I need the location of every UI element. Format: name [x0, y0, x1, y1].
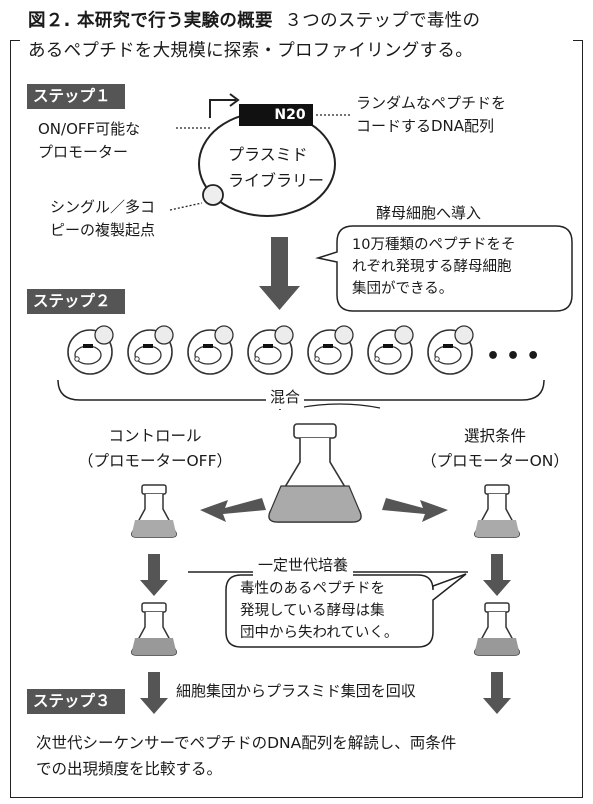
mix-bracket	[57, 379, 545, 411]
step2-label: ステップ２	[27, 289, 125, 314]
frame-top-right	[569, 40, 583, 41]
mix-label: 混合	[266, 386, 305, 409]
step3-summary: 次世代シーケンサーでペプチドのDNA配列を解読し、両条件での出現頻度を比較する。	[36, 734, 457, 778]
n20-label: N20	[274, 107, 306, 123]
promoter-arrow	[209, 99, 236, 118]
yeast-cell	[307, 325, 354, 375]
arrow-control-culture	[140, 554, 168, 596]
frame-top-left	[10, 40, 20, 41]
figure-title-line2: あるペプチドを大規模に探索・プロファイリングする。	[28, 41, 473, 61]
yeast-cell	[127, 325, 174, 375]
arrow-selection-culture	[483, 554, 511, 596]
selection-flask-start	[474, 484, 520, 538]
origin-circle	[202, 184, 224, 206]
yeast-intro-label: 酵母細胞へ導入	[372, 202, 486, 225]
figure-title-rest: ３つのステップで毒性の	[284, 11, 481, 31]
promoter-label: ON/OFF可能なプロモーター	[38, 120, 141, 161]
selection-flask-end	[474, 602, 520, 656]
figure-frame	[10, 40, 583, 798]
arrow-down-intro	[259, 237, 300, 310]
control-label: コントロール（プロモーターOFF）	[77, 427, 233, 470]
random-peptide-label: ランダムなペプチドをコードするDNA配列	[356, 94, 507, 135]
step3-label: ステップ３	[27, 689, 125, 714]
figure-title-bold: 図２. 本研究で行う実験の概要	[28, 11, 273, 31]
cells-ellipsis: •••	[486, 344, 547, 369]
callout-step1	[315, 225, 573, 312]
mixed-flask	[268, 423, 362, 523]
yeast-cell	[367, 325, 414, 375]
yeast-cell	[67, 325, 114, 375]
culture-label: 一定世代培養	[253, 554, 354, 577]
callout-step2	[225, 573, 467, 648]
control-flask-end	[131, 602, 177, 656]
arrow-selection-recover	[483, 672, 511, 714]
n20-block	[239, 104, 313, 126]
step1-label: ステップ１	[27, 84, 125, 109]
plasmid-library-label: プラスミドライブラリー	[228, 145, 325, 190]
arrow-to-selection	[382, 498, 448, 522]
callout-step1-text: 10万種類のペプチドをそれぞれ発現する酵母細胞集団ができる。	[352, 237, 516, 297]
yeast-cell	[427, 325, 474, 375]
callout-step2-text: 毒性のあるペプチドを発現している酵母は集団中から失われていく。	[240, 581, 399, 641]
control-flask-start	[131, 484, 177, 538]
origin-label: シングル／多コピーの複製起点	[50, 198, 156, 239]
selection-label: 選択条件（プロモーターON）	[421, 427, 569, 470]
yeast-cell	[247, 325, 294, 375]
recover-label: 細胞集団からプラスミド集団を回収	[176, 682, 416, 700]
arrow-control-recover	[140, 672, 168, 714]
yeast-cell	[187, 325, 234, 375]
figure-title: 図２. 本研究で行う実験の概要 ３つのステップで毒性の あるペプチドを大規模に探…	[28, 6, 573, 66]
arrow-to-control	[200, 498, 266, 522]
